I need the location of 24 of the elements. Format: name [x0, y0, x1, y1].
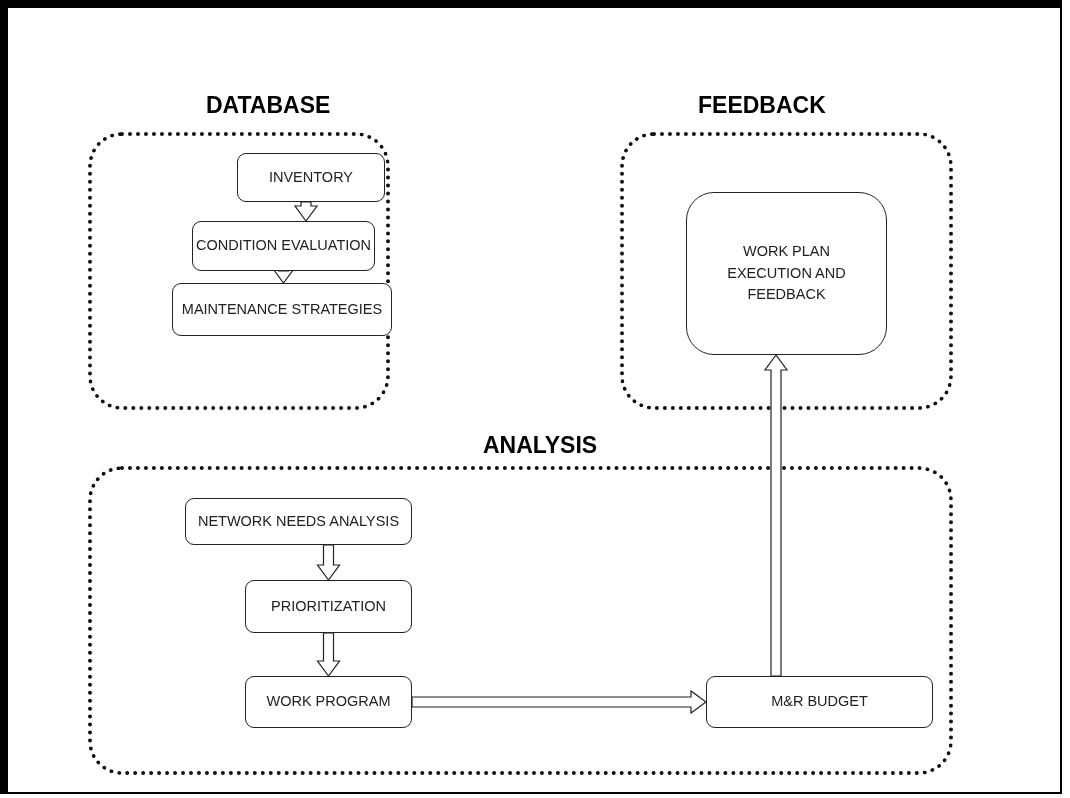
- process-box: [245, 676, 412, 728]
- box-label: WORK PROGRAM: [266, 692, 391, 712]
- box-label: WORK PLAN EXECUTION AND FEEDBACK: [726, 241, 847, 305]
- box-label: CONDITION EVALUATION: [195, 236, 372, 256]
- group-heading: DATABASE: [206, 92, 331, 119]
- box-label: MAINTENANCE STRATEGIES: [181, 299, 383, 319]
- hollow-arrow: [411, 689, 707, 715]
- box-label: M&R BUDGET: [771, 692, 868, 712]
- process-box: [185, 498, 412, 545]
- process-box: [172, 283, 392, 336]
- box-label: NETWORK NEEDS ANALYSIS: [197, 511, 400, 531]
- hollow-arrow: [763, 354, 789, 677]
- group-heading: ANALYSIS: [483, 432, 598, 459]
- process-box: [245, 580, 412, 633]
- process-box: [237, 153, 385, 202]
- process-box: [686, 192, 887, 355]
- process-box: [192, 221, 375, 271]
- group-heading: FEEDBACK: [698, 92, 826, 119]
- hollow-arrow: [316, 544, 341, 581]
- hollow-arrow: [293, 201, 319, 222]
- process-box: [706, 676, 933, 728]
- hollow-arrow: [316, 632, 341, 677]
- box-label: PRIORITIZATION: [271, 596, 386, 616]
- box-label: INVENTORY: [268, 167, 354, 187]
